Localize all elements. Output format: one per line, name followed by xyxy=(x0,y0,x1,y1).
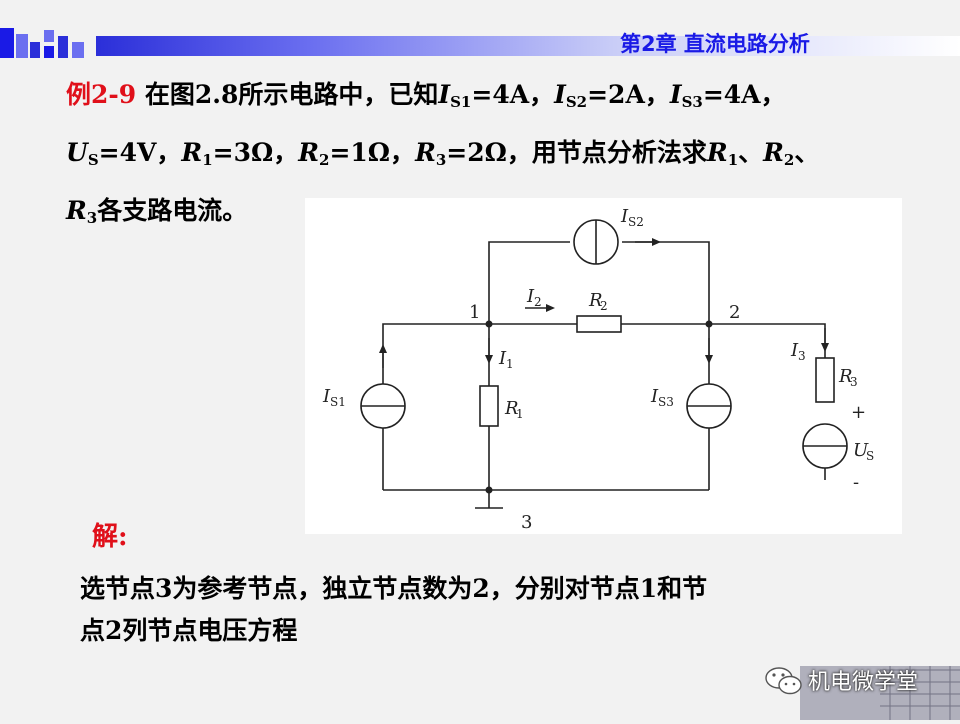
r3-subscript: 3 xyxy=(435,151,447,169)
node-2-dot xyxy=(705,320,713,328)
node-3-label: 3 xyxy=(521,512,532,533)
r3-subscript: 3 xyxy=(850,375,858,389)
wechat-icon xyxy=(765,667,802,695)
problem-text-2: 用节点分析法求 xyxy=(531,138,707,167)
header-bar xyxy=(0,28,960,58)
r2-resistor xyxy=(576,315,622,333)
r3-label: R xyxy=(838,366,853,387)
circuit-diagram-panel: 1 2 3 I 2 R 2 I S2 I 1 R 1 I S1 I S3 I 3… xyxy=(305,198,902,534)
node-2-label: 2 xyxy=(729,302,740,323)
r2-subscript: 2 xyxy=(319,151,330,169)
solution-body: 选节点3为参考节点，独立节点数为2，分别对节点1和节 点2列节点电压方程 xyxy=(80,568,900,652)
r1-symbol: R xyxy=(181,138,203,167)
is3-subscript: S3 xyxy=(681,93,703,111)
node-3-dot xyxy=(485,486,493,494)
wire-is2-left xyxy=(488,241,570,324)
problem-line-3: R3各支路电流。 xyxy=(66,182,936,240)
problem-line-2: US=4V，R1=3Ω，R2=1Ω，R3=2Ω，用节点分析法求R1、R2、 xyxy=(66,124,936,182)
i1-label: I xyxy=(498,348,507,369)
is1-subscript: S1 xyxy=(450,93,472,111)
separator-2: 、 xyxy=(794,138,820,167)
watermark-text: 机电微学堂 xyxy=(808,670,919,695)
problem-text-1: 在图2.8所示电路中，已知 xyxy=(144,80,439,109)
solution-title: 解: xyxy=(92,522,128,552)
is2-subscript: S2 xyxy=(565,93,588,111)
query-r2-symbol: R xyxy=(763,138,784,167)
watermark-background xyxy=(800,666,960,720)
us-plus-sign: + xyxy=(851,402,866,423)
is1-symbol: I xyxy=(438,80,451,109)
node-1-label: 1 xyxy=(469,302,480,323)
us-subscript: S xyxy=(866,449,874,463)
i3-label: I xyxy=(790,340,799,361)
is2-symbol: I xyxy=(554,80,566,109)
i3-subscript: 3 xyxy=(798,349,806,363)
is3-value: =4A， xyxy=(702,80,786,109)
problem-statement: 例2-9 在图2.8所示电路中，已知IS1=4A，IS2=2A，IS3=4A， … xyxy=(66,66,936,240)
r2-symbol: R xyxy=(298,138,320,167)
r3-symbol: R xyxy=(415,138,436,167)
i2-label: I xyxy=(526,286,535,307)
is1-subscript: S1 xyxy=(330,395,346,409)
solution-line-2: 点2列节点电压方程 xyxy=(80,616,298,645)
is2-value: =2A， xyxy=(587,80,670,109)
header-gradient xyxy=(96,36,960,56)
wire-is2-right xyxy=(622,241,710,324)
query-r1-subscript: 1 xyxy=(727,151,739,169)
us-minus-sign: - xyxy=(853,472,859,493)
is1-label: I xyxy=(322,386,331,407)
is3-subscript: S3 xyxy=(658,395,674,409)
query-r3-subscript: 3 xyxy=(86,209,98,227)
is1-value: =4A， xyxy=(471,80,555,109)
query-r3-symbol: R xyxy=(66,196,87,225)
r1-subscript: 1 xyxy=(516,407,524,421)
us-value: =4V， xyxy=(98,138,182,167)
circuit-diagram: 1 2 3 I 2 R 2 I S2 I 1 R 1 I S1 I S3 I 3… xyxy=(322,206,874,533)
r2-value: =1Ω， xyxy=(329,138,416,167)
query-r2-subscript: 2 xyxy=(783,151,795,169)
is2-subscript: S2 xyxy=(628,215,644,229)
r3-value: =2Ω， xyxy=(446,138,532,167)
solution-line-1: 选节点3为参考节点，独立节点数为2，分别对节点1和节 xyxy=(80,574,708,603)
example-label: 例2-9 xyxy=(66,80,137,109)
us-symbol: U xyxy=(66,138,88,167)
r1-label: R xyxy=(504,398,519,419)
query-r1-symbol: R xyxy=(706,138,728,167)
is2-label: I xyxy=(620,206,629,227)
r1-value: =3Ω， xyxy=(212,138,299,167)
wire-top-left xyxy=(382,323,577,358)
problem-line-1: 例2-9 在图2.8所示电路中，已知IS1=4A，IS2=2A，IS3=4A， xyxy=(66,66,936,124)
r1-subscript: 1 xyxy=(202,151,213,169)
is3-symbol: I xyxy=(669,80,682,109)
separator-1: 、 xyxy=(738,138,764,167)
i2-subscript: 2 xyxy=(534,295,542,309)
r2-label: R xyxy=(588,290,603,311)
r1-resistor xyxy=(479,385,499,427)
i1-subscript: 1 xyxy=(506,357,514,371)
r2-subscript: 2 xyxy=(600,299,608,313)
node-1-dot xyxy=(485,320,493,328)
chapter-title: 第2章 直流电路分析 xyxy=(620,32,810,56)
problem-text-3: 各支路电流。 xyxy=(97,196,248,225)
is3-label: I xyxy=(650,386,659,407)
r3-resistor xyxy=(815,357,835,403)
us-label: U xyxy=(853,440,869,461)
us-subscript: S xyxy=(87,151,99,169)
watermark xyxy=(760,662,960,720)
